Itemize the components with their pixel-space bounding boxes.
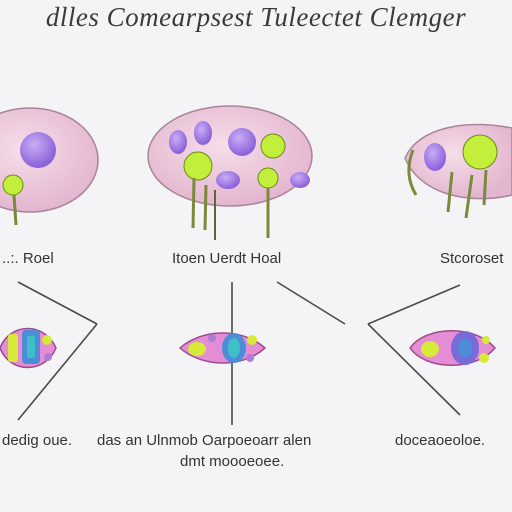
stalk-icon: [482, 169, 488, 206]
stalk-icon: [191, 177, 196, 229]
bottom-label-left: dedig oue.: [2, 432, 73, 449]
cell-left: [0, 107, 99, 226]
arrow-line-icon: [367, 284, 461, 325]
stalk-icon: [203, 184, 208, 231]
nucleus-icon: [290, 172, 310, 188]
organelle-icon: [183, 151, 213, 181]
organelle-icon: [462, 134, 498, 170]
arrow-line-icon: [367, 323, 461, 416]
organelle-icon: [257, 167, 279, 189]
nucleus-icon: [228, 128, 256, 156]
cell-body-right: [404, 123, 512, 200]
bottom-label-right: doceaoeoloe.: [395, 432, 486, 449]
cell-right: [404, 123, 512, 219]
page-title: dlles Comearpsest Tuleectet Clemger: [45, 2, 467, 32]
nucleus-icon: [194, 121, 212, 145]
nucleus-icon: [20, 132, 56, 168]
arrow-line-icon: [17, 323, 98, 421]
cell-center: [147, 105, 313, 240]
leaf-cell-right: [409, 330, 496, 366]
nucleus-icon: [169, 130, 187, 154]
stalk-icon: [407, 149, 418, 196]
cell-label-left: ..:. Roel: [2, 250, 54, 267]
stalk-icon: [446, 171, 454, 213]
arrow-line-icon: [17, 281, 98, 325]
cell-body-center: [147, 105, 313, 207]
stalk-icon: [464, 174, 474, 219]
leaf-cell-left: [0, 327, 57, 369]
leaf-cell-center: [178, 332, 267, 364]
stalk-icon: [12, 194, 18, 226]
cell-label-right: Stcoroset: [440, 250, 504, 267]
bottom-sublabel: dmt moooeoee.: [180, 453, 285, 470]
organelle-icon: [260, 133, 286, 159]
arrow-line-icon: [276, 281, 346, 325]
nucleus-icon: [216, 171, 240, 189]
cell-label-center: Itoen Uerdt Hoal: [172, 250, 282, 267]
nucleus-icon: [424, 143, 446, 171]
organelle-icon: [2, 174, 24, 196]
bottom-label-center: das an Ulnmob Oarpoeoarr alen: [97, 432, 312, 449]
